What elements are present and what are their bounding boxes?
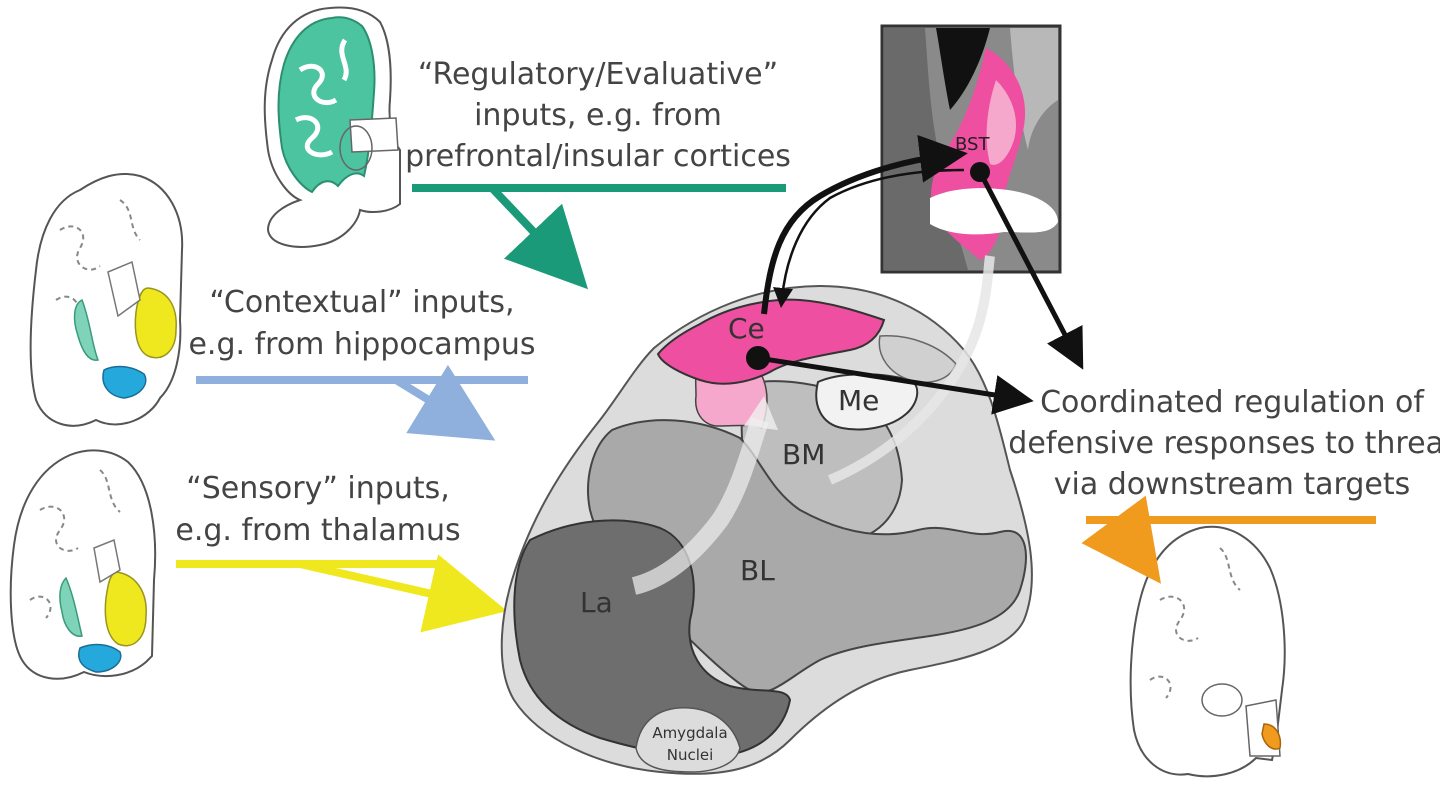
internal-pathway-arrow xyxy=(631,417,769,595)
brain-slice-downstream-icon xyxy=(1129,525,1286,778)
output-label: Coordinated regulation of defensive resp… xyxy=(1008,385,1440,502)
bst-label: BST xyxy=(955,134,990,155)
ce-label: Ce xyxy=(728,312,765,345)
bst-to-ce-projection xyxy=(773,168,965,308)
amygdala-nuclei xyxy=(500,284,1033,775)
output-arrow xyxy=(1081,495,1376,584)
ce-output-connection xyxy=(746,346,1034,415)
bm-label: BM xyxy=(782,438,825,471)
me-label: Me xyxy=(838,384,879,417)
brain-slice-hippocampus-icon xyxy=(29,172,184,427)
regulatory-input-label: “Regulatory/Evaluative” inputs, e.g. fro… xyxy=(405,57,791,174)
output-line-1: Coordinated regulation of xyxy=(1040,385,1425,420)
bst-output-connection xyxy=(970,162,1084,370)
sensory-line-1: “Sensory” inputs, xyxy=(186,471,450,506)
bl-label: BL xyxy=(740,554,775,587)
regulatory-line-1: “Regulatory/Evaluative” xyxy=(418,57,778,92)
sensory-line-2: e.g. from thalamus xyxy=(175,513,460,548)
amygdala-bst-projection xyxy=(828,255,995,485)
amygdala-label-line-1: Amygdala xyxy=(652,724,727,742)
sensory-input-arrow xyxy=(176,554,508,633)
contextual-line-2: e.g. from hippocampus xyxy=(188,327,535,362)
ce-to-bst-projection xyxy=(761,134,968,315)
regulatory-input-arrow xyxy=(412,184,786,290)
output-line-3: via downstream targets xyxy=(1054,467,1410,502)
amygdala-label-line-2: Nuclei xyxy=(667,746,714,764)
contextual-input-label: “Contextual” inputs, e.g. from hippocamp… xyxy=(188,285,535,362)
sensory-input-label: “Sensory” inputs, e.g. from thalamus xyxy=(175,471,460,548)
output-line-2: defensive responses to threat xyxy=(1008,426,1440,461)
la-nucleus xyxy=(513,519,792,758)
brain-slice-thalamus-icon xyxy=(9,449,157,680)
brain-slice-prefrontal-icon xyxy=(263,6,401,248)
contextual-input-arrow xyxy=(196,364,528,441)
regulatory-line-3: prefrontal/insular cortices xyxy=(405,139,791,174)
la-label: La xyxy=(580,586,613,619)
regulatory-line-2: inputs, e.g. from xyxy=(474,98,722,133)
bst-inset-panel: BST xyxy=(880,24,1062,274)
contextual-line-1: “Contextual” inputs, xyxy=(209,285,514,320)
ce-nucleus xyxy=(656,298,886,385)
